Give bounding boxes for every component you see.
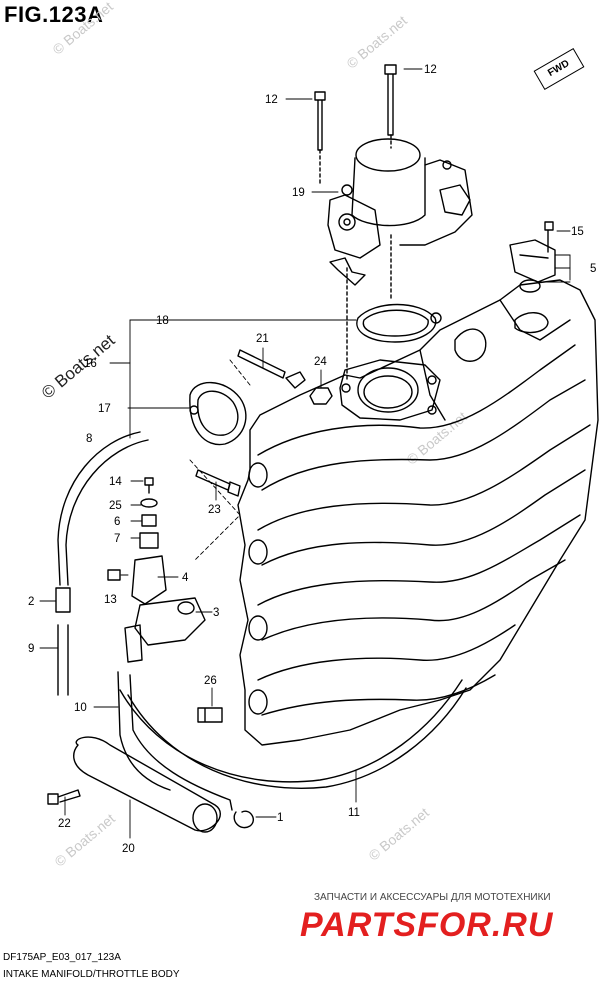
diagram-subtitle: INTAKE MANIFOLD/THROTTLE BODY — [3, 969, 180, 980]
solenoid-3 — [134, 597, 206, 646]
callout-9: 9 — [28, 643, 34, 655]
callout-13: 13 — [104, 594, 117, 606]
callout-18: 18 — [156, 315, 169, 327]
manifold-runner-3 — [257, 514, 581, 606]
manifold-runner-4-inner — [261, 674, 496, 716]
callout-12a: 12 — [424, 64, 437, 76]
runner-port — [248, 539, 268, 565]
diagram-code: DF175AP_E03_017_123A — [3, 952, 121, 963]
throttle-actuator — [327, 194, 381, 259]
figure-title: FIG.123A — [4, 2, 104, 27]
hose-8 — [57, 431, 141, 586]
callout-16: 16 — [84, 358, 97, 370]
callout-20: 20 — [122, 843, 135, 855]
manifold-runner-3-inner — [261, 559, 566, 641]
callout-23: 23 — [208, 504, 221, 516]
collar-6 — [141, 514, 157, 527]
callout-10: 10 — [74, 702, 87, 714]
intake-manifold-outline — [237, 279, 599, 746]
runner-port — [248, 462, 268, 488]
callout-19: 19 — [292, 187, 305, 199]
bolt-12-b — [384, 64, 397, 136]
callout-26: 26 — [204, 675, 217, 687]
callout-4: 4 — [182, 572, 189, 584]
washer-25 — [140, 498, 158, 508]
throttle-body-bore — [355, 138, 421, 172]
hose-11 — [119, 679, 463, 783]
connector-2 — [55, 587, 71, 613]
promo-text: ЗАПЧАСТИ И АКСЕССУАРЫ ДЛЯ МОТОТЕХНИКИ — [314, 892, 551, 903]
hose-10b — [129, 674, 233, 811]
bracket-4 — [131, 555, 167, 605]
sensor-5 — [509, 239, 556, 283]
runner-port — [248, 615, 268, 641]
callout-17: 17 — [98, 403, 111, 415]
gasket-16 — [189, 381, 247, 446]
callout-3: 3 — [213, 607, 219, 619]
o-ring — [519, 279, 541, 293]
callout-14: 14 — [109, 476, 122, 488]
bolt-12-a — [314, 91, 326, 151]
plenum-ridge — [454, 328, 487, 362]
throttle-flange — [339, 359, 441, 421]
callout-25: 25 — [109, 500, 122, 512]
manifold-runner-2 — [257, 424, 591, 531]
manifold-runner-1 — [257, 344, 576, 456]
throttle-flange-port-inner — [363, 375, 413, 409]
grommet-7 — [139, 532, 159, 549]
bolt-22 — [47, 789, 81, 805]
bolt-14 — [144, 477, 154, 494]
runner-port — [248, 689, 268, 715]
bolt-13 — [107, 569, 121, 581]
throttle-body-side — [399, 159, 473, 246]
throttle-bracket — [329, 257, 366, 286]
bolt-15 — [544, 221, 554, 253]
plenum-ridge — [499, 299, 571, 341]
callout-11: 11 — [348, 807, 360, 819]
callout-5: 5 — [590, 263, 596, 275]
hose-10 — [117, 671, 171, 791]
clip-26 — [197, 707, 223, 723]
callout-2: 2 — [28, 596, 34, 608]
throttle-body — [351, 157, 426, 227]
manifold-runner-4 — [257, 624, 516, 681]
gasket-18 — [356, 303, 437, 343]
hose-9 — [57, 624, 69, 696]
callout-1: 1 — [277, 812, 283, 824]
bolt-23 — [195, 469, 231, 491]
manifold-runner-2-inner — [261, 469, 586, 566]
nut-24 — [309, 387, 333, 405]
promo-logo: PARTSFOR.RU — [300, 906, 554, 944]
callout-7: 7 — [114, 533, 120, 545]
throttle-sensor — [439, 184, 471, 216]
callout-8: 8 — [86, 433, 92, 445]
callout-15: 15 — [571, 226, 584, 238]
manifold-runner-1-inner — [261, 379, 586, 491]
callout-12b: 12 — [265, 94, 278, 106]
callout-22: 22 — [58, 818, 71, 830]
throttle-flange-port — [357, 367, 419, 413]
stud-21 — [237, 349, 286, 379]
callout-21: 21 — [256, 333, 269, 345]
clip-1 — [233, 810, 254, 829]
callout-6: 6 — [114, 516, 120, 528]
sensor-port — [514, 312, 549, 334]
callout-24: 24 — [314, 356, 327, 368]
